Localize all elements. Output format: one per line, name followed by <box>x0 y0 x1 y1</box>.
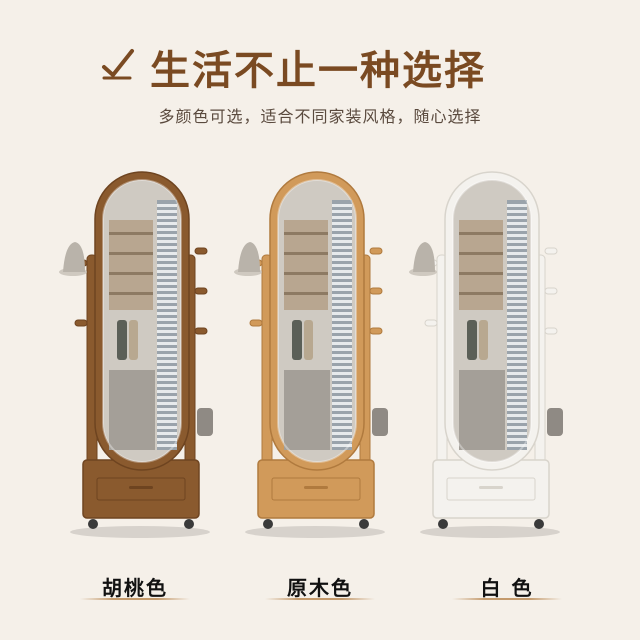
check-icon <box>102 49 134 80</box>
product-natural-wood[interactable] <box>220 160 420 560</box>
page-title: 生活不止一种选择 <box>150 48 486 94</box>
caption-underline <box>265 598 375 600</box>
caption-natural-wood: 原木色 <box>287 576 353 600</box>
mirror-walnut-image <box>59 171 213 538</box>
product-row <box>0 160 640 560</box>
caption-underline <box>80 598 190 600</box>
caption-white: 白 色 <box>480 576 534 600</box>
caption-walnut: 胡桃色 <box>102 576 168 600</box>
header: 生活不止一种选择 多颜色可选，适合不同家装风格，随心选择 <box>0 0 640 150</box>
caption-underline <box>452 598 562 600</box>
product-walnut[interactable] <box>45 160 245 560</box>
mirror-white-image <box>409 171 563 538</box>
mirror-natural-wood-image <box>234 171 388 538</box>
page-subtitle: 多颜色可选，适合不同家装风格，随心选择 <box>158 107 482 126</box>
product-white[interactable] <box>395 160 595 560</box>
